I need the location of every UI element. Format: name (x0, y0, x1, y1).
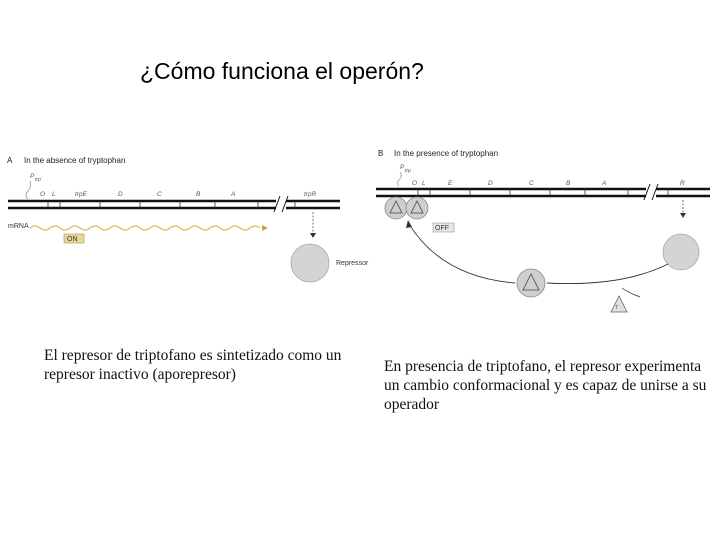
panel-b-tryptophan-bound-icon (522, 273, 540, 291)
panel-b-r-arrowhead (680, 213, 686, 218)
panel-b-off-text: OFF (435, 225, 449, 232)
panel-a-mrna-arrowhead (262, 225, 268, 231)
panel-a-gene-trpe: trpE (75, 191, 88, 198)
svg-text:T: T (615, 305, 619, 311)
panel-a-gene-d: D (118, 191, 123, 198)
panel-b-gene-d: D (488, 180, 493, 187)
panel-b-diagram: B In the presence of tryptophan P trp O … (376, 149, 710, 313)
panel-b-free-repressor-icon (662, 233, 700, 271)
slide-title: ¿Cómo funciona el operón? (140, 58, 424, 84)
panel-b-cycle-arrowhead (406, 220, 412, 228)
panel-a-mrna-wave (29, 225, 261, 231)
panel-a-promoter-sub: trp (35, 177, 41, 183)
panel-b-letter: B (378, 149, 383, 158)
panel-b-gene-r: R (680, 180, 685, 187)
panel-b-tryptophan-icon (610, 295, 628, 313)
panel-a-trpr-arrowhead (310, 233, 316, 238)
panel-a-mrna-label: mRNA (8, 223, 29, 230)
panel-a-gene-c: C (157, 191, 162, 198)
panel-a-gene-l: L (52, 191, 56, 198)
panel-a-gene-b: B (196, 191, 201, 198)
caption-left: El represor de triptofano es sintetizado… (44, 347, 342, 383)
panel-a-dna (8, 195, 340, 213)
panel-a-promoter-arrow (25, 180, 32, 200)
panel-b-heading: In the presence of tryptophan (394, 149, 498, 158)
panel-b-off-badge (432, 222, 455, 233)
panel-b-cycle-arrow-left (408, 223, 516, 284)
panel-b-promoter: P (400, 164, 405, 171)
panel-b-gene-b: B (566, 180, 571, 187)
panel-a-repressor-icon (290, 243, 330, 283)
panel-a-gene-o: O (40, 191, 45, 198)
panel-b-bound-repressor (384, 196, 429, 220)
panel-b-dna (376, 183, 710, 201)
panel-a-promoter: P (30, 173, 35, 180)
panel-a-gene-trpr: trpR (304, 191, 317, 198)
panel-a-diagram: A In the absence of tryptophan P trp O L… (7, 156, 369, 283)
panel-b-gene-a: A (601, 180, 606, 187)
panel-b-gene-l: L (422, 180, 426, 187)
panel-a-heading: In the absence of tryptophan (24, 156, 125, 165)
panel-a-on-badge (63, 233, 85, 244)
panel-b-gene-c: C (529, 180, 534, 187)
panel-a-gene-a: A (230, 191, 235, 198)
panel-b-trp-arrow (621, 287, 641, 298)
panel-b-cycle-arrow-right (546, 263, 669, 285)
panel-a-letter: A (7, 156, 13, 165)
panel-b-promoter-sub: trp (405, 168, 411, 174)
caption-right: En presencia de triptofano, el represor … (384, 358, 707, 413)
panel-b-gene-o: O (412, 180, 417, 187)
panel-b-gene-e: E (448, 180, 453, 187)
panel-a-on-text: ON (67, 236, 78, 243)
panel-b-promoter-arrow (397, 171, 402, 187)
panel-a-repressor-label: Repressor (336, 260, 369, 267)
